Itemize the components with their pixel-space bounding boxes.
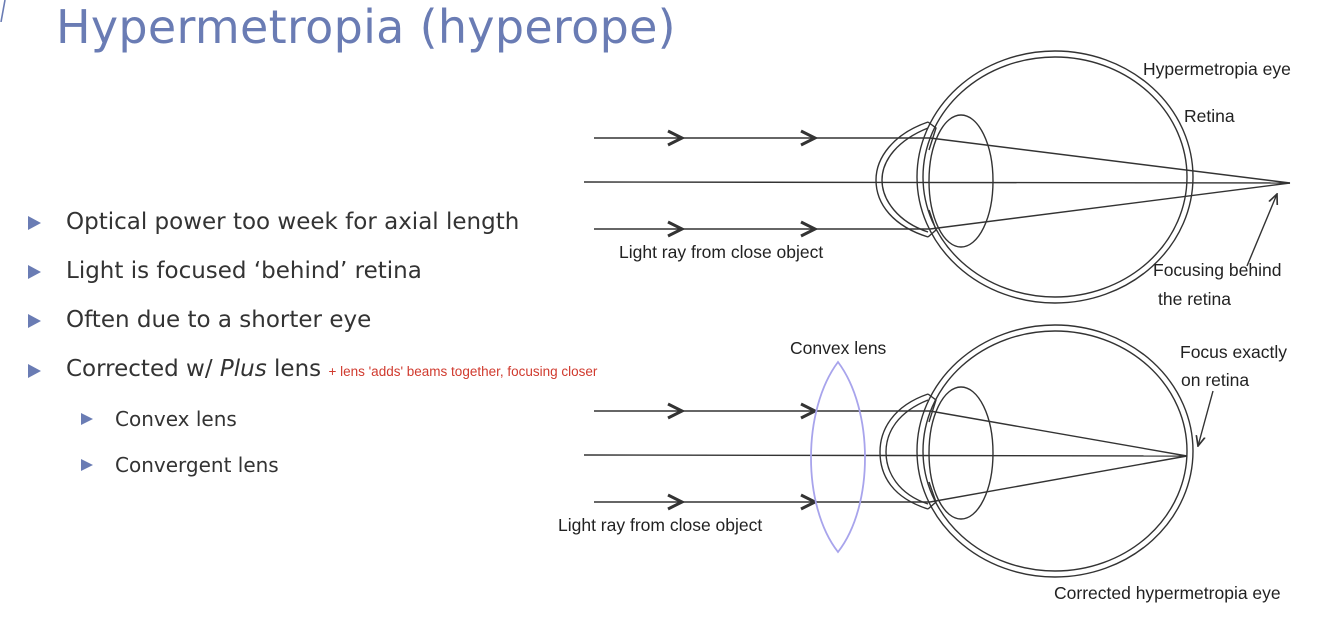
sub-bullet-text: Convergent lens — [115, 453, 279, 477]
eyeball-inner — [922, 56, 1188, 298]
eyeball-inner — [922, 330, 1188, 572]
label-light-ray-top: Light ray from close object — [619, 242, 823, 262]
label-corrected-eye: Corrected hypermetropia eye — [1054, 583, 1281, 603]
triangle-bullet-icon — [81, 459, 93, 471]
bullet-text: Light is focused ‘behind’ retina — [66, 258, 422, 284]
label-focus-exactly-2: on retina — [1181, 370, 1249, 390]
bullet-text: Often due to a shorter eye — [66, 307, 372, 333]
bullet-item: Light is focused ‘behind’ retina — [28, 247, 597, 296]
bullet-list: Optical power too week for axial length … — [28, 198, 597, 488]
slide-title: Hypermetropia (hyperope) — [56, 0, 676, 54]
label-focus-exactly-1: Focus exactly — [1180, 342, 1287, 362]
triangle-bullet-icon — [28, 215, 41, 230]
crystalline-lens — [928, 114, 994, 248]
triangle-bullet-icon — [81, 413, 93, 425]
bullet-text: Corrected w/ — [66, 356, 220, 382]
bullet-item: Corrected w/ Plus lens + lens 'adds' bea… — [28, 345, 597, 396]
cornea — [875, 121, 929, 238]
eyeball-outer — [916, 50, 1194, 304]
crystalline-lens — [928, 386, 994, 520]
label-hypermetropia-eye: Hypermetropia eye — [1143, 59, 1291, 79]
bullet-item: Optical power too week for axial length — [28, 198, 597, 247]
sub-bullet-item: Convergent lens — [28, 442, 597, 488]
bullet-item: Often due to a shorter eye — [28, 296, 597, 345]
label-focus-behind-2: the retina — [1158, 289, 1231, 309]
label-focus-behind-1: Focusing behind — [1153, 260, 1281, 280]
bullet-text: Optical power too week for axial length — [66, 209, 520, 235]
top-eye-diagram — [583, 50, 1291, 304]
bullet-text-tail: lens — [266, 356, 322, 382]
annotation-note: + lens 'adds' beams together, focusing c… — [328, 364, 598, 379]
cornea — [879, 393, 929, 510]
label-light-ray-bottom: Light ray from close object — [558, 515, 762, 535]
bullet-emphasis: Plus — [219, 356, 267, 382]
triangle-bullet-icon — [28, 363, 41, 378]
triangle-bullet-icon — [28, 264, 41, 279]
triangle-bullet-icon — [28, 313, 41, 328]
label-convex-lens: Convex lens — [790, 338, 887, 358]
convex-lens — [810, 360, 866, 554]
label-retina: Retina — [1184, 106, 1235, 126]
sub-bullet-text: Convex lens — [115, 407, 237, 431]
bottom-eye-diagram — [583, 324, 1214, 578]
slide-edge-mark — [0, 0, 6, 22]
sub-bullet-item: Convex lens — [28, 396, 597, 442]
eyeball-outer — [916, 324, 1194, 578]
